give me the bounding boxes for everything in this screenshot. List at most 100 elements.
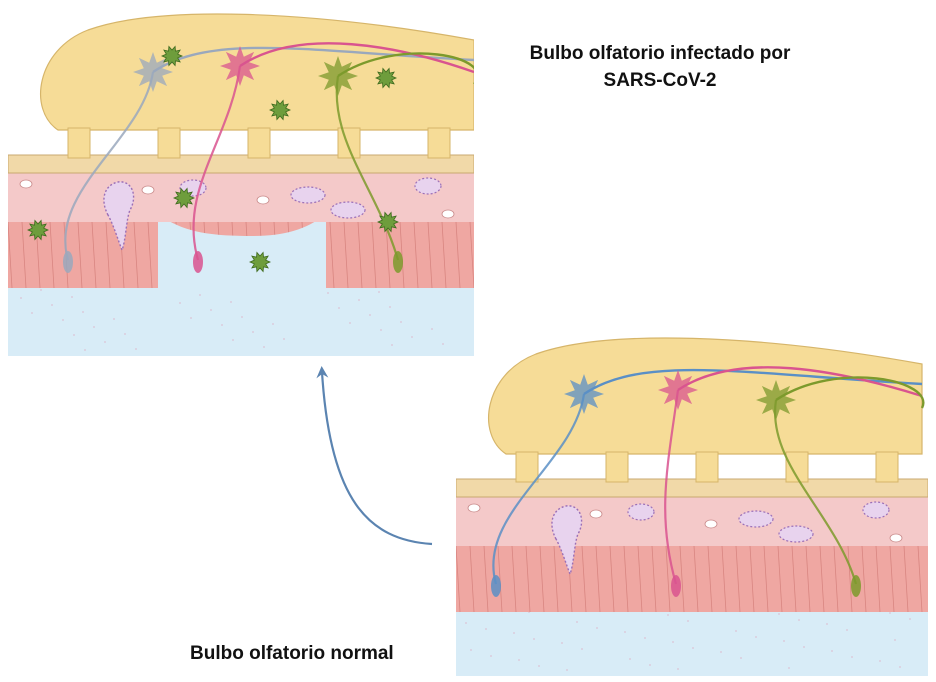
mucus-speck (380, 329, 382, 331)
coronavirus-particle-icon (269, 99, 291, 121)
mucus-speck (644, 637, 646, 639)
epithelial-cell-border (456, 545, 461, 613)
sensory-neuron-axon (64, 71, 155, 261)
epithelial-cell-border (917, 545, 923, 613)
mucus-speck (735, 630, 737, 632)
mucus-speck (389, 306, 391, 308)
mucus-speck (566, 669, 568, 671)
lamina-cell (589, 509, 603, 519)
lamina-vessel (738, 510, 774, 528)
mucus-speck (851, 656, 853, 658)
epithelial-cell-border (847, 545, 853, 613)
mucus-speck (349, 322, 351, 324)
sensory-neuron-axon (773, 399, 858, 585)
sensory-neuron-axon (335, 75, 400, 261)
mucus-speck (327, 292, 329, 294)
mucus-speck (179, 302, 181, 304)
mucus-speck (31, 312, 33, 314)
mucus-speck (62, 319, 64, 321)
mucus-speck (391, 344, 393, 346)
epithelial-cell-border (889, 545, 895, 613)
coronavirus-particle-icon (375, 67, 397, 89)
bulb-foramen-column (875, 451, 899, 483)
mucus-speck (899, 666, 901, 668)
mucus-speck (338, 307, 340, 309)
olfactory-bulb (487, 337, 923, 455)
mucus-speck (431, 328, 433, 330)
bulb-projection-axon (775, 376, 925, 409)
mucus-speck (411, 336, 413, 338)
lamina-cell (141, 185, 155, 195)
mucus-speck (272, 323, 274, 325)
infected-caption-line2: SARS-CoV-2 (603, 70, 717, 91)
mucus-speck (241, 316, 243, 318)
infected-caption: Bulbo olfatorio infectado por SARS-CoV-2 (500, 40, 820, 94)
epithelial-cell-border (861, 545, 867, 613)
lamina-cell (889, 533, 903, 543)
epithelial-cell-border (77, 221, 83, 289)
mucus-speck (400, 321, 402, 323)
mucus-speck (104, 341, 106, 343)
bulb-foramen-column (157, 127, 181, 159)
sensory-neuron-body (491, 575, 501, 597)
mucus-speck (831, 650, 833, 652)
lamina-propria (8, 172, 474, 222)
epithelial-cell-border (441, 221, 447, 289)
epithelial-cell-border (497, 545, 503, 613)
mucus-speck (783, 640, 785, 642)
epithelial-cell-border (427, 221, 433, 289)
mucus-speck (596, 627, 598, 629)
mucus-speck (576, 621, 578, 623)
coronavirus-particle-icon (27, 219, 49, 241)
mucus-speck (199, 294, 201, 296)
mucus-speck (518, 659, 520, 661)
mucus-speck (692, 647, 694, 649)
lamina-vessel (414, 177, 442, 195)
epithelial-cell-border (483, 545, 489, 613)
epithelial-cell-border (413, 221, 419, 289)
mucus-speck (73, 334, 75, 336)
mucus-speck (93, 326, 95, 328)
epithelial-cell-border (399, 221, 405, 289)
epithelial-cell-border (343, 221, 349, 289)
mucus-speck (485, 628, 487, 630)
mucus-speck (283, 338, 285, 340)
epithelial-cell-border (651, 545, 657, 613)
mucus-speck (513, 632, 515, 634)
lamina-vessel (290, 186, 326, 204)
mucus-speck (442, 343, 444, 345)
epithelial-cell-border (819, 545, 825, 613)
epithelial-cell-border (637, 545, 643, 613)
epithelial-cell-border (329, 221, 335, 289)
mucus-speck (252, 331, 254, 333)
epithelial-cell-border (595, 545, 601, 613)
mucus-speck (210, 309, 212, 311)
sensory-neuron-body (671, 575, 681, 597)
epithelial-cell-border (735, 545, 741, 613)
epithelial-cell-border (609, 545, 615, 613)
epithelial-cell-border (539, 545, 545, 613)
bowman-gland (103, 181, 135, 252)
mucus-speck (826, 623, 828, 625)
mucus-speck (465, 622, 467, 624)
epithelial-cell-border (665, 545, 671, 613)
normal-olfactory-diagram (456, 337, 928, 676)
epithelial-cell-border (49, 221, 55, 289)
epithelial-cell-border (455, 221, 461, 289)
infected-olfactory-diagram (8, 13, 474, 356)
epithelial-cell-border (91, 221, 97, 289)
lamina-cell (467, 503, 481, 513)
epithelial-cell-border (749, 545, 755, 613)
mucus-speck (190, 317, 192, 319)
bowman-gland (551, 505, 583, 576)
bulb-projection-axon (337, 52, 474, 84)
mucus-speck (232, 339, 234, 341)
lamina-vessel (778, 525, 814, 543)
mucus-speck (667, 614, 669, 616)
mucus-speck (538, 665, 540, 667)
epithelial-cell-border (469, 221, 474, 289)
coronavirus-particle-icon (377, 211, 399, 233)
bulb-foramen-column (695, 451, 719, 483)
lamina-vessel (627, 503, 655, 521)
epithelial-cell-border (511, 545, 517, 613)
